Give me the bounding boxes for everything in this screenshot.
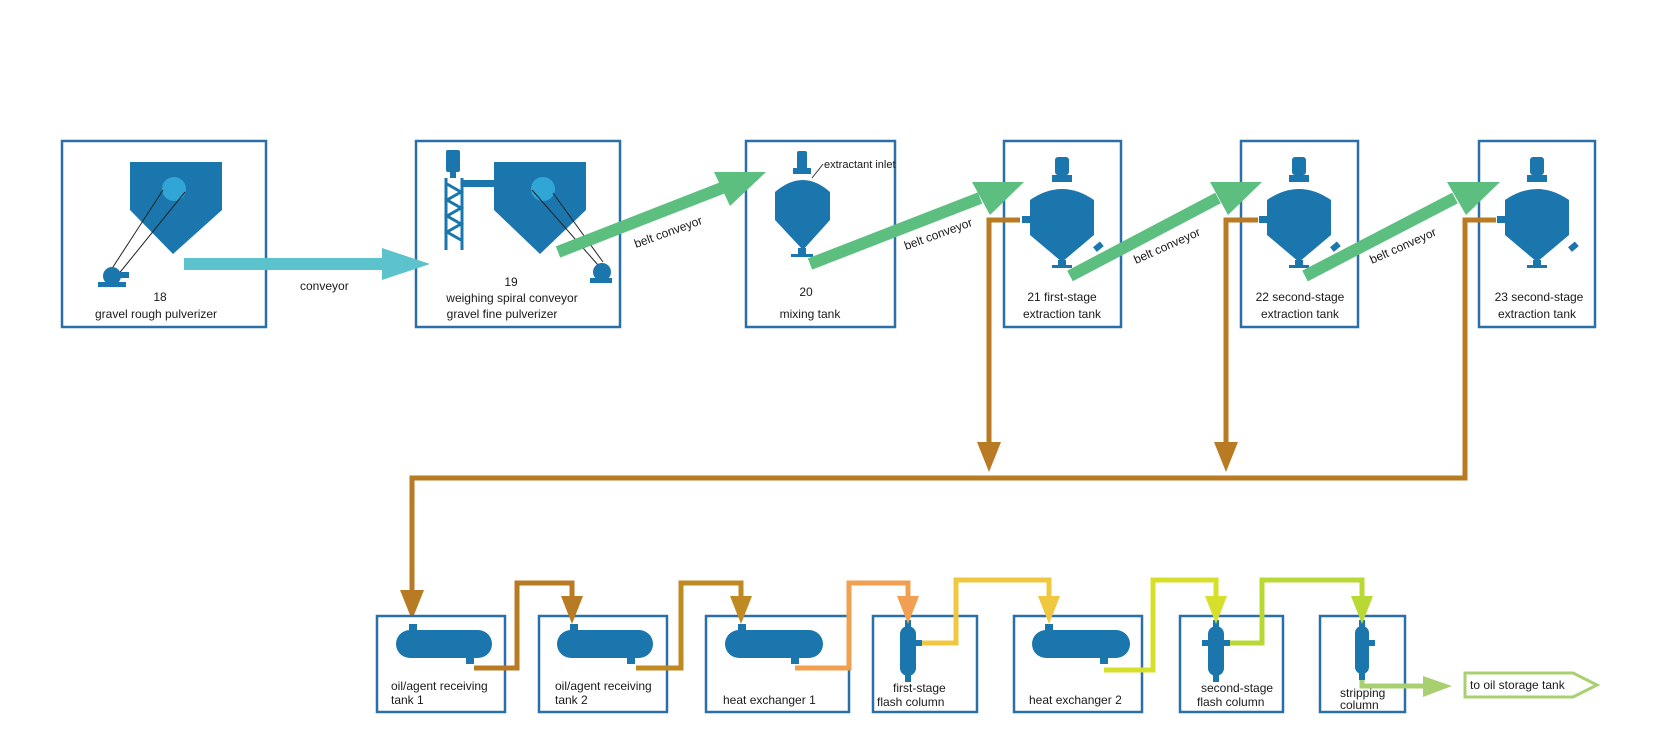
bottom-unit-4-line2: flash column	[877, 695, 944, 709]
unit-19-box: 19 weighing spiral conveyor gravel fine …	[414, 139, 622, 329]
bottom-unit-7-line1: stripping	[1340, 686, 1385, 700]
belt-conveyor-arrow-2	[807, 182, 1024, 270]
extraction-tank-icon	[1497, 157, 1579, 268]
unit-23-box: 23 second-stage extraction tank	[1477, 139, 1597, 329]
bottom-unit-2: oil/agent receiving tank 2	[537, 614, 669, 714]
hopper-pulverizer-icon	[98, 162, 222, 287]
pipe-tank1-to-tank2	[474, 580, 583, 671]
mixing-tank-icon	[775, 151, 830, 257]
bottom-unit-6: second-stage flash column	[1178, 614, 1285, 714]
unit-18-name: gravel rough pulverizer	[95, 307, 217, 321]
bottom-unit-1-line2: tank 1	[391, 693, 424, 707]
pipe-hx1-to-flash1	[795, 580, 919, 671]
unit-18-box: 18 gravel rough pulverizer	[60, 139, 268, 329]
extract-collection-lines	[409, 217, 1496, 590]
heat-exchanger-icon	[725, 624, 823, 664]
belt-conveyor-arrow-4	[1302, 182, 1500, 282]
belt-conveyor-arrow-3	[1067, 182, 1262, 282]
extractant-inlet-label: extractant inlet	[824, 159, 896, 171]
bottom-unit-5: heat exchanger 2	[1012, 614, 1144, 714]
conveyor-arrow	[184, 248, 430, 280]
unit-18-number: 18	[153, 290, 167, 304]
bottom-unit-3: heat exchanger 1	[704, 614, 851, 714]
horizontal-tank-icon	[557, 624, 653, 664]
pipe-stripping-outlet	[1359, 676, 1452, 697]
unit-20-name: mixing tank	[780, 307, 842, 321]
extract-arrowheads	[400, 442, 1238, 620]
bottom-unit-6-line1: second-stage	[1201, 681, 1273, 695]
unit-22-name-line2: extraction tank	[1261, 307, 1340, 321]
unit-20-number: 20	[799, 285, 813, 299]
bottom-unit-1: oil/agent receiving tank 1	[375, 614, 507, 714]
outlet-label: to oil storage tank	[1470, 678, 1566, 692]
pipe-flash2-to-stripping	[1230, 577, 1373, 646]
unit-19-name-line2: gravel fine pulverizer	[447, 307, 558, 321]
extraction-tank-icon	[1259, 157, 1341, 268]
unit-22-box: 22 second-stage extraction tank	[1239, 139, 1360, 329]
unit-23-name-line1: 23 second-stage	[1495, 290, 1584, 304]
bottom-unit-7: stripping column	[1318, 614, 1407, 714]
bottom-unit-7-line2: column	[1340, 698, 1379, 712]
unit-22-name-line1: 22 second-stage	[1256, 290, 1345, 304]
conveyor-label: conveyor	[300, 279, 349, 293]
screw-conveyor-pulverizer-icon	[443, 150, 612, 283]
bottom-unit-2-line1: oil/agent receiving	[555, 679, 652, 693]
bottom-unit-5-label: heat exchanger 2	[1029, 693, 1122, 707]
heat-exchanger-icon	[1032, 624, 1130, 664]
pipe-hx2-to-flash2	[1104, 577, 1227, 673]
bottom-unit-3-label: heat exchanger 1	[723, 693, 816, 707]
to-oil-storage-tank-outlet: to oil storage tank	[1463, 671, 1601, 699]
pipe-tank2-to-hx1	[636, 580, 752, 671]
unit-19-number: 19	[504, 275, 518, 289]
unit-20-box: extractant inlet 20 mixing tank	[744, 139, 897, 329]
bottom-unit-4-line1: first-stage	[893, 681, 946, 695]
unit-23-name-line2: extraction tank	[1498, 307, 1577, 321]
bottom-unit-6-line2: flash column	[1197, 695, 1264, 709]
unit-21-name-line2: extraction tank	[1023, 307, 1102, 321]
bottom-unit-1-line1: oil/agent receiving	[391, 679, 488, 693]
extraction-tank-icon	[1022, 157, 1104, 268]
bottom-unit-4: first-stage flash column	[871, 614, 979, 714]
unit-19-name-line1: weighing spiral conveyor	[445, 291, 577, 305]
unit-21-box: 21 first-stage extraction tank	[1002, 139, 1123, 329]
belt-conveyor-arrow-1	[555, 172, 766, 258]
horizontal-tank-icon	[396, 624, 492, 664]
bottom-unit-2-line2: tank 2	[555, 693, 588, 707]
unit-21-name-line1: 21 first-stage	[1027, 290, 1097, 304]
pipe-flash1-to-hx2	[922, 577, 1060, 646]
